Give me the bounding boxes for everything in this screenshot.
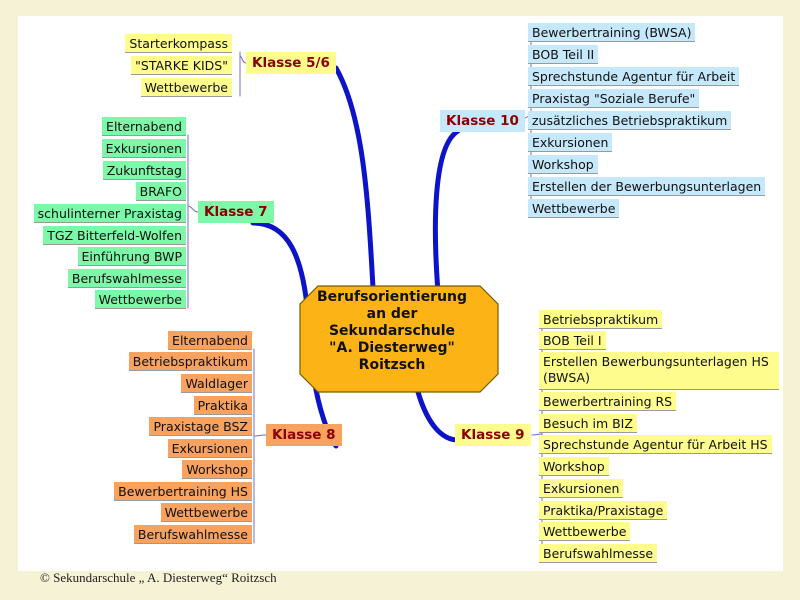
item-k9-exkursionen[interactable]: Exkursionen [539, 479, 624, 498]
item-k10-bob-teil-2[interactable]: BOB Teil II [528, 45, 599, 64]
item-k8-praktika[interactable]: Praktika [193, 396, 252, 415]
mindmap-links [187, 40, 543, 563]
item-k9-wettbewerbe[interactable]: Wettbewerbe [539, 522, 631, 541]
item-k10-zusaetzliches-praktikum[interactable]: zusätzliches Betriebspraktikum [528, 111, 732, 130]
item-k8-exkursionen[interactable]: Exkursionen [167, 439, 252, 458]
item-k8-elternabend[interactable]: Elternabend [168, 331, 252, 350]
item-k8-bewerbertraining-hs[interactable]: Bewerbertraining HS [114, 482, 252, 501]
link-center-klasse-7 [250, 220, 311, 319]
branch-klasse-9[interactable]: Klasse 9 [455, 424, 531, 446]
item-k10-bewerbungsunterlagen[interactable]: Erstellen der Bewerbungsunterlagen [528, 177, 766, 196]
item-k7-exkursionen[interactable]: Exkursionen [101, 139, 186, 158]
item-k9-workshop[interactable]: Workshop [539, 457, 609, 476]
item-k56-wettbewerbe[interactable]: Wettbewerbe [140, 78, 232, 97]
mindmap-canvas: Berufsorientierung an der Sekundarschule… [18, 16, 783, 571]
link-center-klasse-10 [432, 128, 461, 295]
item-k10-praxistag-soziale-berufe[interactable]: Praxistag "Soziale Berufe" [528, 89, 700, 108]
center-node-title[interactable]: Berufsorientierung an der Sekundarschule… [316, 288, 468, 373]
item-k8-praxistage-bsz[interactable]: Praxistage BSZ [149, 417, 252, 436]
item-k9-besuch-biz[interactable]: Besuch im BIZ [539, 414, 637, 433]
item-k7-wettbewerbe[interactable]: Wettbewerbe [94, 290, 186, 309]
item-k9-praktika-praxistage[interactable]: Praktika/Praxistage [539, 501, 668, 520]
conn-klasse-9 [531, 433, 543, 436]
item-k10-exkursionen[interactable]: Exkursionen [528, 133, 613, 152]
item-k7-brafo[interactable]: BRAFO [135, 182, 186, 201]
item-k56-starke-kids[interactable]: "STARKE KIDS" [131, 56, 232, 75]
item-k8-workshop[interactable]: Workshop [182, 460, 252, 479]
item-k7-einfuehrung-bwp[interactable]: Einführung BWP [77, 247, 186, 266]
item-k9-sprechstunde-hs[interactable]: Sprechstunde Agentur für Arbeit HS [539, 435, 772, 454]
item-k7-zukunftstag[interactable]: Zukunftstag [102, 161, 186, 180]
branch-klasse-8[interactable]: Klasse 8 [266, 424, 342, 446]
item-k9-berufswahlmesse[interactable]: Berufswahlmesse [539, 544, 658, 563]
item-k8-betriebspraktikum[interactable]: Betriebspraktikum [128, 352, 252, 371]
item-k10-sprechstunde[interactable]: Sprechstunde Agentur für Arbeit [528, 67, 740, 86]
item-k8-waldlager[interactable]: Waldlager [181, 374, 252, 393]
link-center-klasse-9 [415, 389, 461, 443]
item-k9-bewerbertraining-rs[interactable]: Bewerbertraining RS [539, 392, 677, 411]
item-k10-bewerbertraining-bwsa[interactable]: Bewerbertraining (BWSA) [528, 23, 696, 42]
item-k10-wettbewerbe[interactable]: Wettbewerbe [528, 199, 620, 218]
item-k7-tgz[interactable]: TGZ Bitterfeld-Wolfen [43, 226, 186, 245]
item-k56-starterkompass[interactable]: Starterkompass [125, 34, 232, 53]
item-k7-berufswahlmesse[interactable]: Berufswahlmesse [67, 269, 186, 288]
branch-klasse-5-6[interactable]: Klasse 5/6 [246, 52, 336, 74]
conn-klasse-8 [253, 434, 267, 437]
center-node-shape [299, 285, 499, 393]
branch-klasse-10[interactable]: Klasse 10 [440, 110, 525, 132]
item-k9-betriebspraktikum[interactable]: Betriebspraktikum [539, 310, 663, 329]
conn-klasse-7 [187, 205, 199, 213]
item-k7-schulinterner-praxistag[interactable]: schulinterner Praxistag [33, 204, 186, 223]
item-k8-berufswahlmesse[interactable]: Berufswahlmesse [133, 525, 252, 544]
conn-klasse-5-6 [239, 55, 247, 64]
branch-klasse-7[interactable]: Klasse 7 [198, 201, 274, 223]
item-k8-wettbewerbe[interactable]: Wettbewerbe [160, 503, 252, 522]
link-center-klasse-5-6 [333, 65, 376, 291]
item-k7-elternabend[interactable]: Elternabend [102, 117, 186, 136]
item-k9-bob-teil-1[interactable]: BOB Teil I [539, 331, 606, 350]
item-k10-workshop[interactable]: Workshop [528, 155, 598, 174]
item-k9-bewerbungsunterlagen-hs[interactable]: Erstellen Bewerbungsunterlagen HS (BWSA) [539, 352, 779, 390]
copyright-footer: © Sekundarschule „ A. Diesterweg“ Roitzs… [40, 570, 277, 585]
